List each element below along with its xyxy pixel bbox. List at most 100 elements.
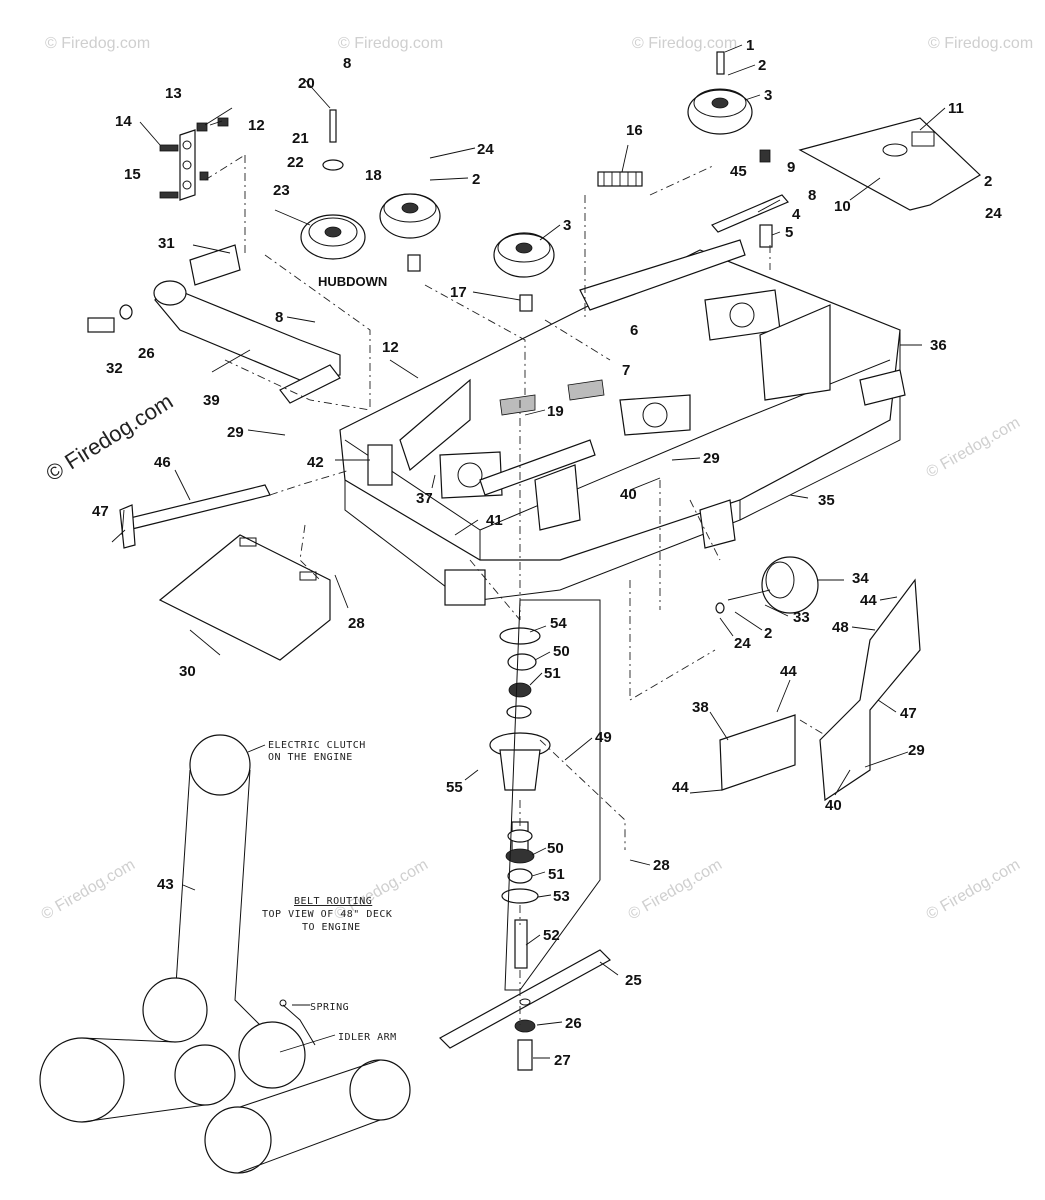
callout-2: 2 (764, 625, 772, 642)
belt-routing-title: BELT ROUTING (294, 896, 372, 907)
callout-18: 18 (365, 167, 382, 184)
watermark: © Firedog.com (632, 35, 737, 52)
callout-51: 51 (544, 665, 561, 682)
idler-arm-note: IDLER ARM (338, 1032, 397, 1043)
electric-clutch-note: ELECTRIC CLUTCH (268, 740, 366, 751)
leader-lines (111, 44, 946, 1059)
callout-19: 19 (547, 403, 564, 420)
watermark-large: © Firedog.com (41, 388, 177, 486)
watermark: © Firedog.com (338, 35, 443, 52)
callout-53: 53 (553, 888, 570, 905)
callout-30: 30 (179, 663, 196, 680)
callout-12: 12 (248, 117, 265, 134)
callout-44: 44 (780, 663, 797, 680)
callout-46: 46 (154, 454, 171, 471)
blade-25 (439, 949, 611, 1071)
callout-37: 37 (416, 490, 433, 507)
belt-routing-note: TO ENGINE (302, 922, 361, 933)
gauge-wheel-34 (715, 556, 819, 614)
callout-54: 54 (550, 615, 567, 632)
callout-52: 52 (543, 927, 560, 944)
callout-10: 10 (834, 198, 851, 215)
deck-housing (339, 239, 906, 606)
callout-11: 11 (948, 100, 964, 117)
callout-36: 36 (930, 337, 947, 354)
callout-47: 47 (92, 503, 109, 520)
callout-12: 12 (382, 339, 399, 356)
callout-2: 2 (984, 173, 992, 190)
watermark: © Firedog.com (928, 35, 1033, 52)
callout-26: 26 (138, 345, 155, 362)
callout-28: 28 (348, 615, 365, 632)
callout-49: 49 (595, 729, 612, 746)
belt-cover-10 (798, 117, 981, 211)
side-plate-48 (819, 578, 921, 802)
callout-15: 15 (124, 166, 141, 183)
callout-13: 13 (165, 85, 182, 102)
callout-9: 9 (787, 159, 795, 176)
callout-8: 8 (343, 55, 351, 72)
callout-17: 17 (450, 284, 467, 301)
callout-51: 51 (548, 866, 565, 883)
baffle-30 (158, 534, 331, 661)
idler-arm-4 (711, 149, 789, 248)
callout-16: 16 (626, 122, 643, 139)
callout-8: 8 (275, 309, 283, 326)
callout-48: 48 (832, 619, 849, 636)
callout-44: 44 (672, 779, 689, 796)
callout-numbers: 1 2 3 11 9 45 8 2 10 24 4 5 8 20 13 14 1… (92, 37, 1002, 1069)
callout-33: 33 (793, 609, 810, 626)
callout-32: 32 (106, 360, 123, 377)
belt-routing-diagram (39, 734, 411, 1174)
callout-38: 38 (692, 699, 709, 716)
callout-25: 25 (625, 972, 642, 989)
watermark: © Firedog.com (626, 856, 726, 923)
callout-8: 8 (808, 187, 816, 204)
callout-3: 3 (563, 217, 571, 234)
callout-41: 41 (486, 512, 503, 529)
diagram-notes: HUBDOWN ELECTRIC CLUTCH ON THE ENGINE BE… (262, 274, 397, 1043)
belt-loop-49 (504, 599, 601, 991)
callout-31: 31 (158, 235, 175, 252)
callout-14: 14 (115, 113, 132, 130)
callout-24: 24 (477, 141, 494, 158)
watermark: © Firedog.com (924, 856, 1024, 923)
callout-50: 50 (553, 643, 570, 660)
callout-40: 40 (825, 797, 842, 814)
callout-24: 24 (985, 205, 1002, 222)
pulley-3-center (493, 232, 555, 312)
callout-5: 5 (785, 224, 793, 241)
callout-47: 47 (900, 705, 917, 722)
callout-26: 26 (565, 1015, 582, 1032)
callout-4: 4 (792, 206, 801, 223)
hub-down-note: HUBDOWN (318, 274, 387, 289)
callout-28: 28 (653, 857, 670, 874)
callout-40: 40 (620, 486, 637, 503)
callout-21: 21 (292, 130, 309, 147)
watermark: © Firedog.com (45, 35, 150, 52)
callout-34: 34 (852, 570, 869, 587)
spring-note: SPRING (310, 1002, 349, 1013)
callout-20: 20 (298, 75, 315, 92)
callout-7: 7 (622, 362, 630, 379)
callout-23: 23 (273, 182, 290, 199)
plate-38 (719, 714, 796, 791)
rod-46 (119, 484, 271, 549)
callout-43: 43 (157, 876, 174, 893)
spring-16 (597, 171, 643, 187)
callout-50: 50 (547, 840, 564, 857)
callout-1: 1 (746, 37, 754, 54)
callout-6: 6 (630, 322, 638, 339)
watermark: © Firedog.com (39, 856, 139, 923)
callout-42: 42 (307, 454, 324, 471)
bracket-15 (159, 117, 229, 201)
callout-29: 29 (703, 450, 720, 467)
callout-29: 29 (227, 424, 244, 441)
callout-27: 27 (554, 1052, 571, 1069)
callout-22: 22 (287, 154, 304, 171)
pulley-23 (300, 109, 366, 260)
electric-clutch-note: ON THE ENGINE (268, 752, 353, 763)
callout-35: 35 (818, 492, 835, 509)
